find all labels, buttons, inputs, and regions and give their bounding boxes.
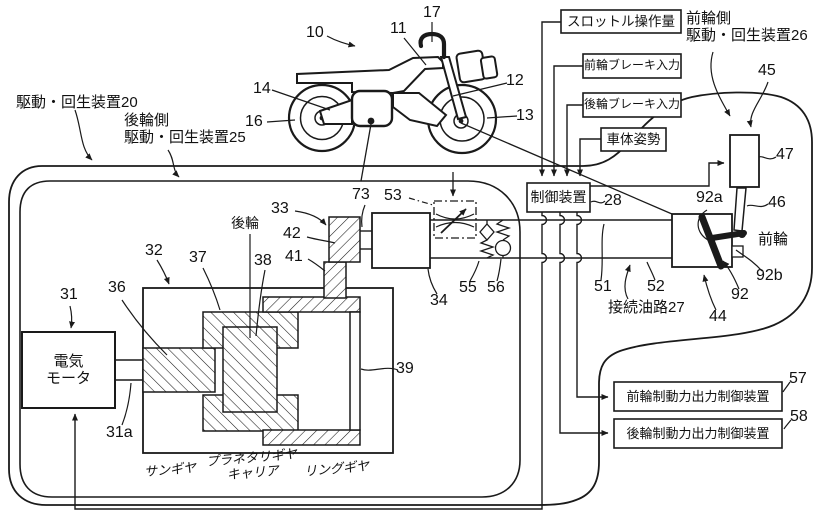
front-brake-input-label: 前輪ブレーキ入力 [583, 58, 680, 73]
output-shaft-41 [323, 261, 347, 299]
ref-34: 34 [430, 292, 448, 309]
control-device-box [526, 182, 591, 213]
control-to-motor [72, 212, 548, 510]
control-device-label: 制御装置 [530, 189, 587, 206]
front-brake-input-box [582, 53, 682, 79]
ref-58: 58 [790, 408, 808, 425]
ref-53: 53 [384, 187, 402, 204]
enclosure-20-outline [8, 91, 813, 506]
enclosure-25-outline [19, 180, 521, 498]
ref-55: 55 [459, 279, 477, 296]
ring-gear-right-plate [349, 311, 361, 431]
ref-28: 28 [604, 192, 622, 209]
ref-12: 12 [506, 72, 524, 89]
rear-output-box [613, 418, 783, 449]
electric-motor-box [21, 331, 116, 409]
front-fork [439, 56, 468, 121]
check-valve-56 [494, 219, 512, 258]
ref-46: 46 [768, 194, 786, 211]
rear-unit-pointer-line [360, 123, 372, 182]
ref-92: 92 [731, 286, 749, 303]
ref-16: 16 [245, 113, 263, 130]
ref-73: 73 [352, 186, 370, 203]
ref-38: 38 [254, 252, 272, 269]
planetary-gear-unit [115, 216, 394, 454]
ref-17: 17 [423, 4, 441, 21]
control-to-rear-output [559, 212, 609, 436]
posture-input-box [600, 127, 667, 152]
front-regen-box-47 [729, 134, 760, 188]
swingarm [318, 98, 353, 125]
control-to-front-unit [590, 160, 725, 187]
ref-44: 44 [709, 308, 727, 325]
ref-42: 42 [283, 225, 301, 242]
ref-13: 13 [516, 107, 534, 124]
ref-36: 36 [108, 279, 126, 296]
rear-brake-input-box [582, 92, 682, 118]
posture-input-label: 車体姿勢 [606, 131, 661, 147]
front-side-device-label: 前輪側 駆動・回生装置26 [686, 10, 808, 45]
fork-link-46 [733, 187, 747, 232]
throttle-input-box [560, 9, 682, 34]
master-unit-box-34 [371, 212, 431, 269]
ref-57: 57 [789, 370, 807, 387]
check-valve-55 [478, 220, 496, 259]
ref-33: 33 [271, 200, 289, 217]
oil-passage-label: 接続油路27 [608, 299, 685, 316]
electric-motor-label: 電気 モータ [45, 352, 91, 387]
ref-32: 32 [145, 242, 163, 259]
ref-45: 45 [758, 62, 776, 79]
rear-wheel-label: 後輪 [231, 215, 259, 231]
motorcycle-illustration [287, 31, 499, 155]
ref-14: 14 [253, 80, 271, 97]
ref-10: 10 [306, 24, 324, 41]
rear-brake-input-label: 後輪ブレーキ入力 [583, 97, 680, 112]
ref-11: 11 [390, 20, 407, 37]
ref-41: 41 [285, 248, 303, 265]
ref-37: 37 [189, 249, 207, 266]
front-wheel-label: 前輪 [758, 231, 789, 248]
ref-51: 51 [594, 278, 612, 295]
sun-gear-shaft-36 [142, 347, 216, 393]
front-output-label: 前輪制動力出力制御装置 [626, 388, 770, 404]
ring-gear-top-bar [262, 296, 361, 313]
control-lines [72, 21, 725, 510]
ref-56: 56 [487, 279, 505, 296]
rear-drive-unit-box [350, 89, 394, 128]
ring-gear-bottom-bar [262, 429, 361, 446]
valve-arrow [440, 208, 467, 234]
ref-39: 39 [396, 360, 414, 377]
ref-47: 47 [776, 146, 794, 163]
ref-52: 52 [647, 278, 665, 295]
ref-31: 31 [60, 286, 78, 303]
planet-gear-38 [222, 326, 278, 413]
front-output-box [613, 381, 783, 412]
rear-output-label: 後輪制動力出力制御装置 [626, 425, 770, 441]
throttle-input-label: スロットル操作量 [567, 13, 675, 29]
rear-side-device-label: 後輪側 駆動・回生装置25 [124, 112, 246, 147]
front-brake-unit [671, 134, 760, 270]
control-to-front-output [576, 212, 609, 400]
hydraulic-unit [371, 172, 672, 269]
component-boxes [21, 9, 783, 449]
whole-device-label: 駆動・回生装置20 [16, 94, 138, 111]
ref-31a: 31a [106, 424, 133, 441]
leader-lines [69, 22, 792, 430]
clutch-block-42 [328, 216, 361, 263]
ref-92a: 92a [696, 189, 723, 206]
brake-disc [698, 213, 725, 270]
variable-valve-box-53 [433, 200, 477, 239]
ref-92b: 92b [756, 267, 783, 284]
